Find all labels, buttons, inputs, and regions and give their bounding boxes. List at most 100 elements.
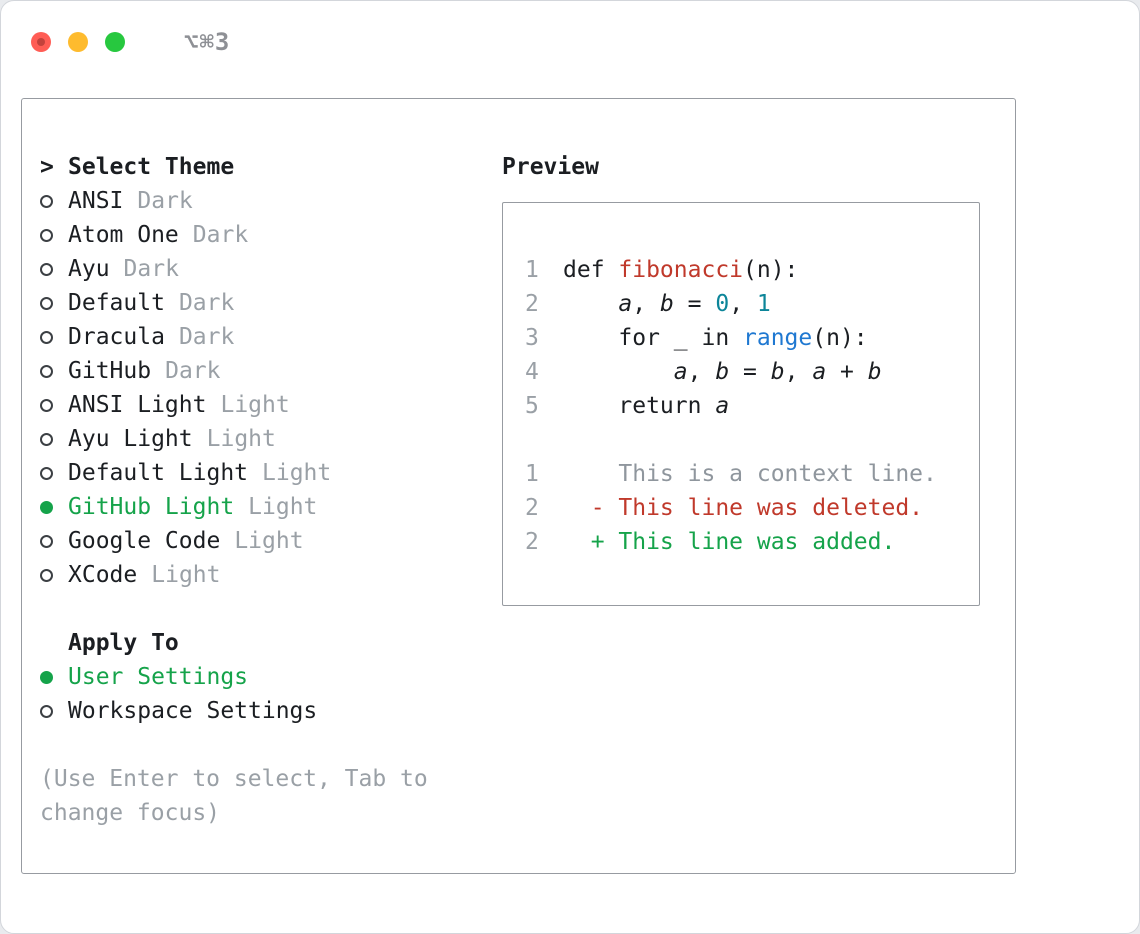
theme-option-ayu-dark[interactable]: Ayu Dark [40,252,428,286]
option-label: ANSI [68,188,124,214]
option-variant-label: Light [220,392,290,418]
prompt-caret-icon: > [40,154,54,180]
theme-option-xcode-light[interactable]: XCode Light [40,558,428,592]
code-line: 2 - This line was deleted. [525,491,979,525]
theme-option-default-dark[interactable]: Default Dark [40,286,428,320]
apply-option-user-settings[interactable]: User Settings [40,660,428,694]
select-theme-title: > Select Theme [40,150,428,184]
option-label: Ayu Light [68,426,193,452]
radio-icon [40,568,68,582]
titlebar: ⌥⌘3 [31,28,230,56]
hint-line: change focus) [40,800,221,826]
option-label: GitHub Light [68,494,235,520]
radio-icon [40,296,68,310]
line-number: 1 [525,257,539,283]
code-line: 1 def fibonacci(n): [525,253,979,287]
option-label: Ayu [68,256,110,282]
option-label: User Settings [68,664,249,690]
preview-title: Preview [502,154,599,180]
radio-selected-icon [40,500,68,514]
code-text: a, b = b, a + b [673,359,882,385]
option-label: ANSI Light [68,392,207,418]
line-number: 1 [525,461,539,487]
radio-icon [40,704,68,718]
code-text: + This line was added. [563,529,896,555]
radio-icon [40,194,68,208]
line-number: 3 [525,325,539,351]
radio-icon [40,228,68,242]
code-line: 2 a, b = 0, 1 [525,287,979,321]
line-number: 2 [525,291,539,317]
radio-icon [40,466,68,480]
select-theme-title-text: Select Theme [68,154,235,180]
theme-option-ayu-light-light[interactable]: Ayu Light Light [40,422,428,456]
option-variant-label: Dark [137,188,193,214]
close-button[interactable] [31,32,51,52]
option-variant-label: Dark [192,222,249,248]
radio-icon [40,534,68,548]
code-text: This is a context line. [563,461,937,487]
code-text: def fibonacci(n): [563,257,799,283]
radio-selected-icon [40,670,68,684]
option-variant-label: Light [151,562,221,588]
hint-line: (Use Enter to select, Tab to [40,766,428,792]
code-line: 5 return a [525,389,979,423]
option-label: Google Code [68,528,221,554]
theme-option-github-dark[interactable]: GitHub Dark [40,354,428,388]
zoom-button[interactable] [105,32,125,52]
theme-option-atom-one-dark[interactable]: Atom One Dark [40,218,428,252]
code-text: for _ in range(n): [563,325,868,351]
minimize-button[interactable] [68,32,88,52]
radio-icon [40,398,68,412]
option-variant-label: Dark [165,358,221,384]
line-number: 2 [525,529,539,555]
option-variant-label: Dark [178,290,235,316]
code-line: 4 a, b = b, a + b [525,355,979,389]
code-line: 3 for _ in range(n): [525,321,979,355]
option-label: Workspace Settings [68,698,318,724]
option-variant-label: Light [248,494,318,520]
option-label: Dracula [68,324,165,350]
radio-icon [40,330,68,344]
theme-option-github-light-light[interactable]: GitHub Light Light [40,490,428,524]
code-line [525,423,979,457]
option-variant-label: Dark [178,324,235,350]
line-number: 2 [525,495,539,521]
window-controls [31,32,125,52]
option-label: Default Light [68,460,249,486]
option-variant-label: Light [234,528,304,554]
option-variant-label: Dark [123,256,179,282]
theme-option-google-code-light[interactable]: Google Code Light [40,524,428,558]
code-text: return a [563,393,730,419]
code-line: 2 + This line was added. [525,525,979,559]
theme-option-ansi-light-light[interactable]: ANSI Light Light [40,388,428,422]
theme-option-ansi-dark[interactable]: ANSI Dark [40,184,428,218]
line-number: 4 [525,359,539,385]
code-text: a, b = 0, 1 [618,291,771,317]
code-text: - This line was deleted. [563,495,924,521]
apply-to-title: Apply To [68,630,179,656]
line-number: 5 [525,393,539,419]
apply-option-workspace-settings[interactable]: Workspace Settings [40,694,428,728]
option-label: XCode [68,562,138,588]
option-label: Default [68,290,165,316]
option-variant-label: Light [262,460,332,486]
option-variant-label: Light [206,426,276,452]
keyboard-shortcut-label: ⌥⌘3 [184,28,231,56]
option-label: GitHub [68,358,152,384]
option-label: Atom One [68,222,179,248]
theme-option-default-light-light[interactable]: Default Light Light [40,456,428,490]
hint-text: (Use Enter to select, Tab to change focus… [40,762,428,830]
radio-icon [40,432,68,446]
radio-icon [40,262,68,276]
theme-option-dracula-dark[interactable]: Dracula Dark [40,320,428,354]
code-line: 1 This is a context line. [525,457,979,491]
